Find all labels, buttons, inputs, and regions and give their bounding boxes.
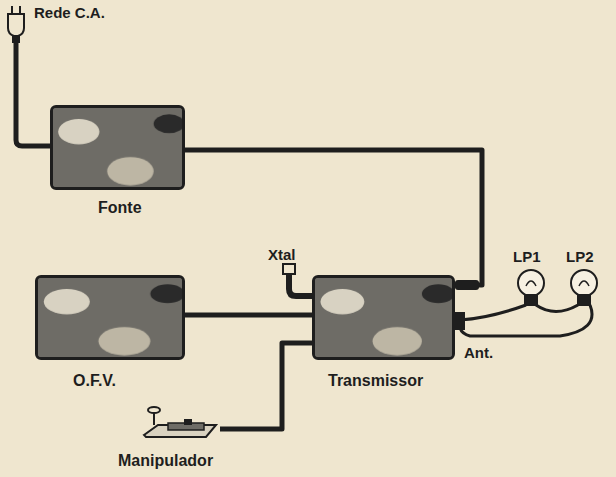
telegraph-key: Manipulador — [140, 405, 220, 443]
vfo-box: O.F.V. — [35, 275, 185, 360]
lamp-label: LP2 — [566, 248, 594, 265]
mains-label: Rede C.A. — [34, 4, 105, 21]
device-box — [50, 105, 185, 190]
device-label: O.F.V. — [73, 372, 116, 390]
device-label: Transmissor — [328, 372, 423, 390]
device-box — [312, 275, 455, 360]
mains-cord — [16, 42, 52, 146]
antenna-label: Ant. — [464, 344, 493, 361]
crystal — [289, 272, 312, 296]
lamp-lp1 — [518, 270, 544, 305]
crystal-body — [283, 264, 295, 274]
lamp-label: LP1 — [513, 248, 541, 265]
device-box — [35, 275, 185, 360]
cable — [185, 150, 482, 285]
power-supply: Fonte — [50, 105, 185, 190]
antenna-plug — [455, 312, 465, 330]
mains-plug — [8, 6, 24, 42]
device-label: Fonte — [98, 199, 142, 217]
cable — [220, 343, 312, 429]
lamp-lp2 — [571, 270, 597, 305]
crystal-label: Xtal — [268, 246, 296, 263]
device-label: Manipulador — [118, 452, 213, 470]
antenna-wire — [460, 305, 592, 336]
cable — [185, 313, 312, 318]
key-drawing — [140, 405, 220, 443]
transmitter-box: Transmissor — [312, 275, 455, 360]
